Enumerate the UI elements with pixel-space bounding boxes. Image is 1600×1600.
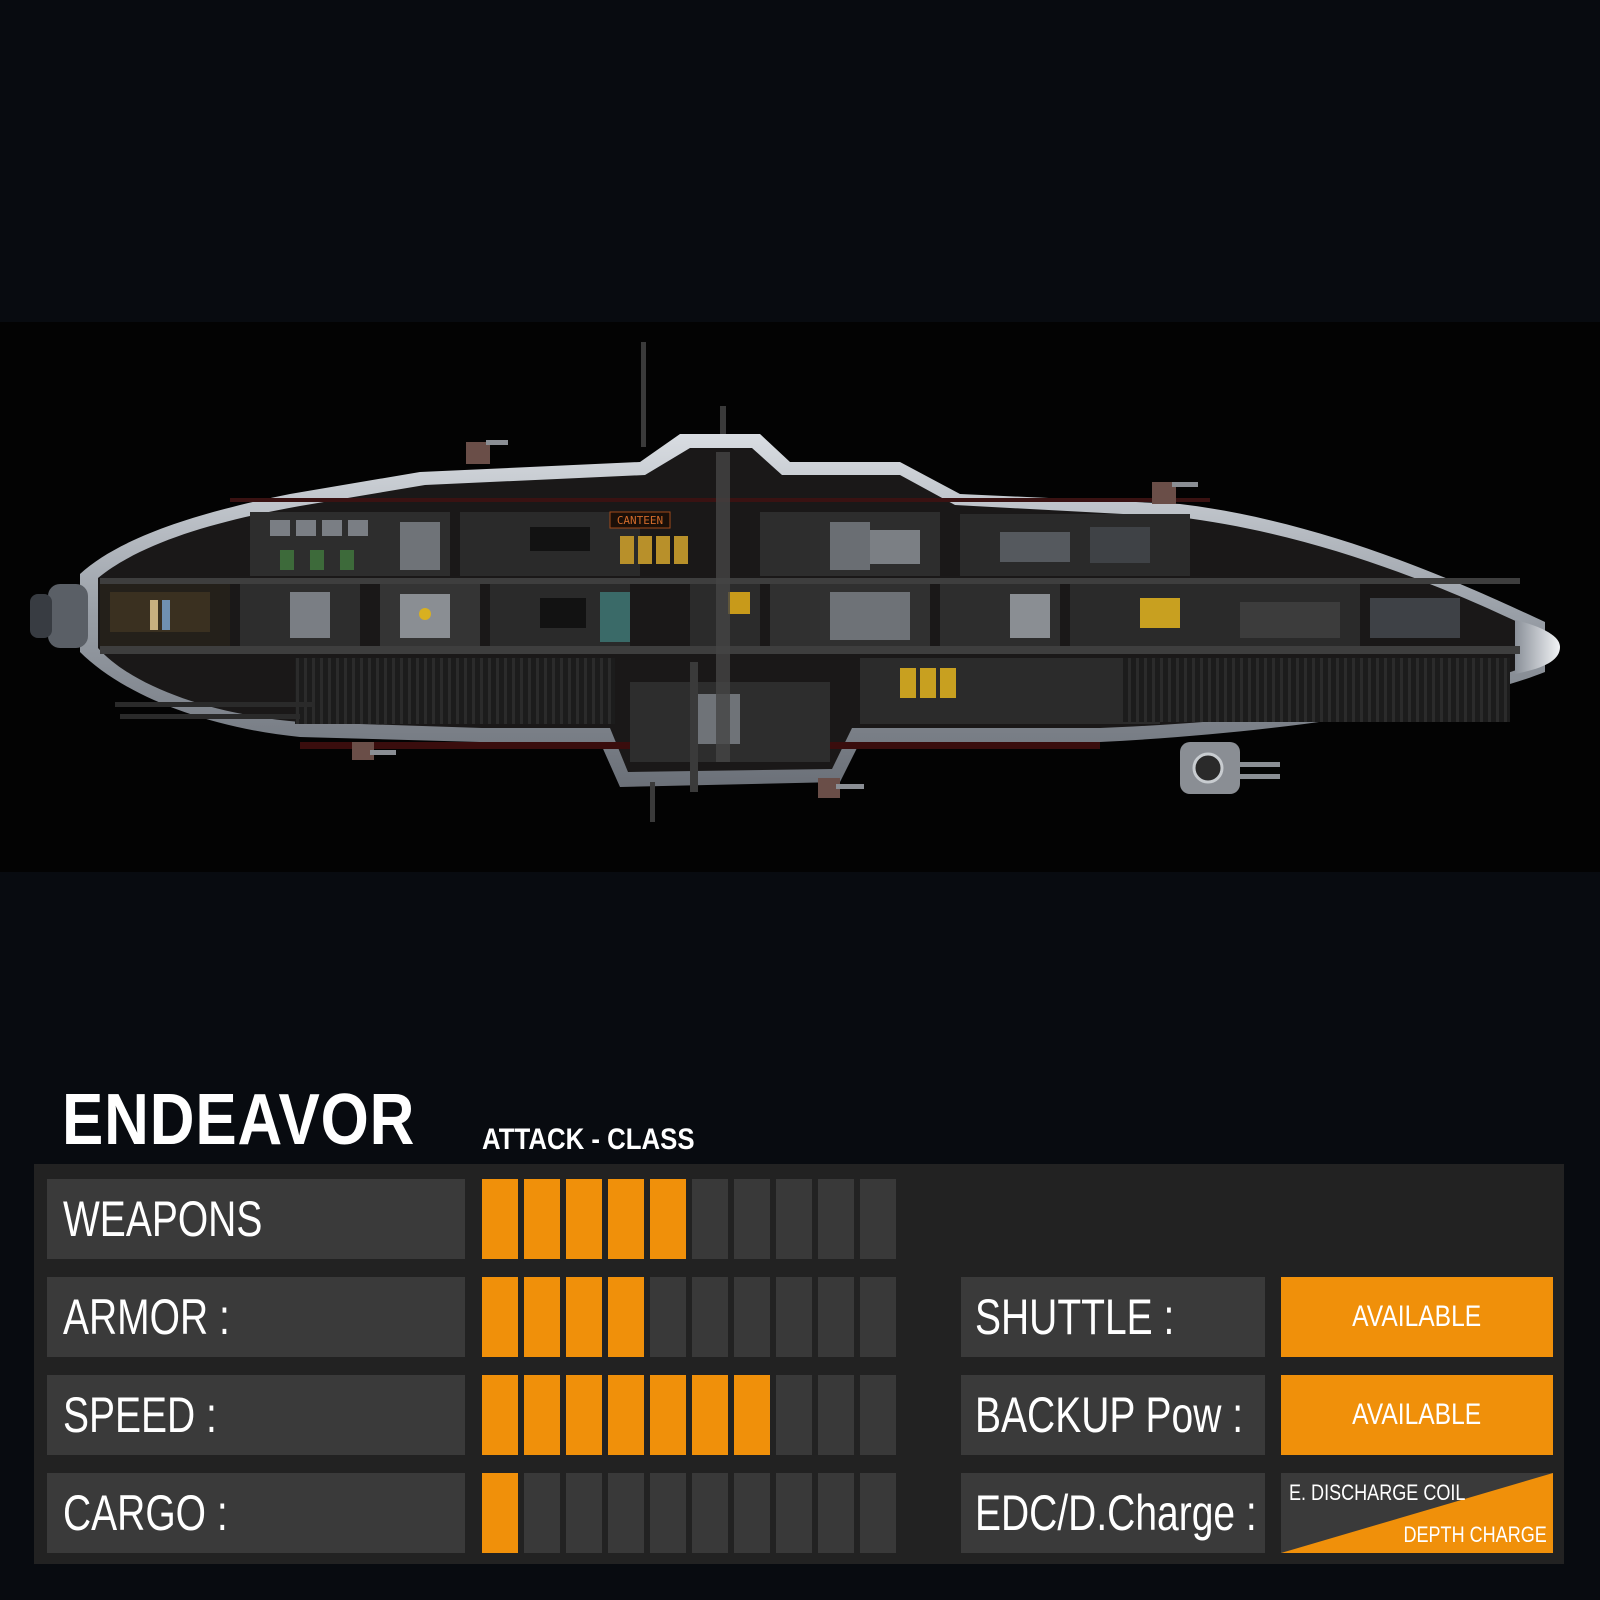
stat-segment [860, 1375, 896, 1455]
stat-segment [650, 1375, 686, 1455]
bottom-turret-mid [818, 778, 864, 798]
stat-segment [818, 1179, 854, 1259]
top-turret-aft [466, 440, 508, 464]
diagonal-split-fill [1281, 1473, 1553, 1553]
stat-segment [524, 1179, 560, 1259]
stat-segment [650, 1179, 686, 1259]
upper-deck-rooms: CANTEEN [250, 511, 1190, 576]
stat-bar-armor [482, 1277, 902, 1357]
stat-segment [566, 1179, 602, 1259]
canteen-sign: CANTEEN [617, 514, 663, 527]
option-label-edc-dcharge: EDC/D.Charge : [961, 1473, 1265, 1553]
periscope-mast [641, 342, 646, 447]
stat-segment [860, 1179, 896, 1259]
option-value-backup-power: AVAILABLE [1281, 1375, 1553, 1455]
stat-segment [608, 1179, 644, 1259]
propeller-housing [48, 584, 88, 648]
option-value-edc-dcharge: E. DISCHARGE COIL DEPTH CHARGE [1281, 1473, 1553, 1553]
top-turret-fore [1152, 482, 1198, 504]
stat-label-speed: SPEED : [47, 1375, 465, 1455]
stat-segment [692, 1375, 728, 1455]
depth-charge-launcher [1180, 742, 1280, 794]
stat-label-cargo: CARGO : [47, 1473, 465, 1553]
stat-segment [524, 1473, 560, 1553]
stat-segment [566, 1375, 602, 1455]
stat-segment [818, 1277, 854, 1357]
stat-bar-weapons [482, 1179, 902, 1259]
stat-segment [482, 1473, 518, 1553]
option-label-backup-power: BACKUP Pow : [961, 1375, 1265, 1455]
option-label-shuttle: SHUTTLE : [961, 1277, 1265, 1357]
stat-segment [734, 1375, 770, 1455]
stat-segment [524, 1375, 560, 1455]
stat-segment [860, 1473, 896, 1553]
stat-label-weapons: WEAPONS [47, 1179, 465, 1259]
option-value-shuttle: AVAILABLE [1281, 1277, 1553, 1357]
stat-segment [650, 1277, 686, 1357]
stat-segment [566, 1473, 602, 1553]
stat-segment [776, 1179, 812, 1259]
stat-segment [482, 1179, 518, 1259]
stat-segment [818, 1375, 854, 1455]
option-value-depth-charge: DEPTH CHARGE [1403, 1522, 1547, 1547]
stat-segment [608, 1277, 644, 1357]
ship-name: ENDEAVOR [62, 1080, 416, 1160]
stat-segment [776, 1277, 812, 1357]
stat-label-armor: ARMOR : [47, 1277, 465, 1357]
bow-cone [1515, 620, 1560, 674]
lower-deck-ballast [295, 658, 1510, 762]
ship-stats-panel: WEAPONS ARMOR : SPEED : CARGO : SHUTTLE … [34, 1164, 1564, 1564]
stat-segment [566, 1277, 602, 1357]
stat-segment [482, 1375, 518, 1455]
stat-segment [692, 1473, 728, 1553]
stat-segment [608, 1375, 644, 1455]
stat-bar-cargo [482, 1473, 902, 1553]
stat-segment [608, 1473, 644, 1553]
stat-segment [650, 1473, 686, 1553]
stat-segment [734, 1179, 770, 1259]
stat-segment [776, 1375, 812, 1455]
stat-segment [734, 1277, 770, 1357]
stat-segment [818, 1473, 854, 1553]
stat-segment [482, 1277, 518, 1357]
bottom-turret-aft [352, 742, 396, 760]
stat-segment [776, 1473, 812, 1553]
ship-class: ATTACK - CLASS [482, 1123, 695, 1156]
middle-deck-rooms [100, 584, 1460, 646]
stat-segment [734, 1473, 770, 1553]
submarine-cross-section: CANTEEN [30, 342, 1560, 822]
stat-segment [524, 1277, 560, 1357]
stat-segment [692, 1179, 728, 1259]
stat-segment [860, 1277, 896, 1357]
stat-bar-speed [482, 1375, 902, 1455]
stat-segment [692, 1277, 728, 1357]
ship-viewport: CANTEEN [0, 322, 1600, 872]
option-value-discharge-coil: E. DISCHARGE COIL [1289, 1480, 1466, 1505]
